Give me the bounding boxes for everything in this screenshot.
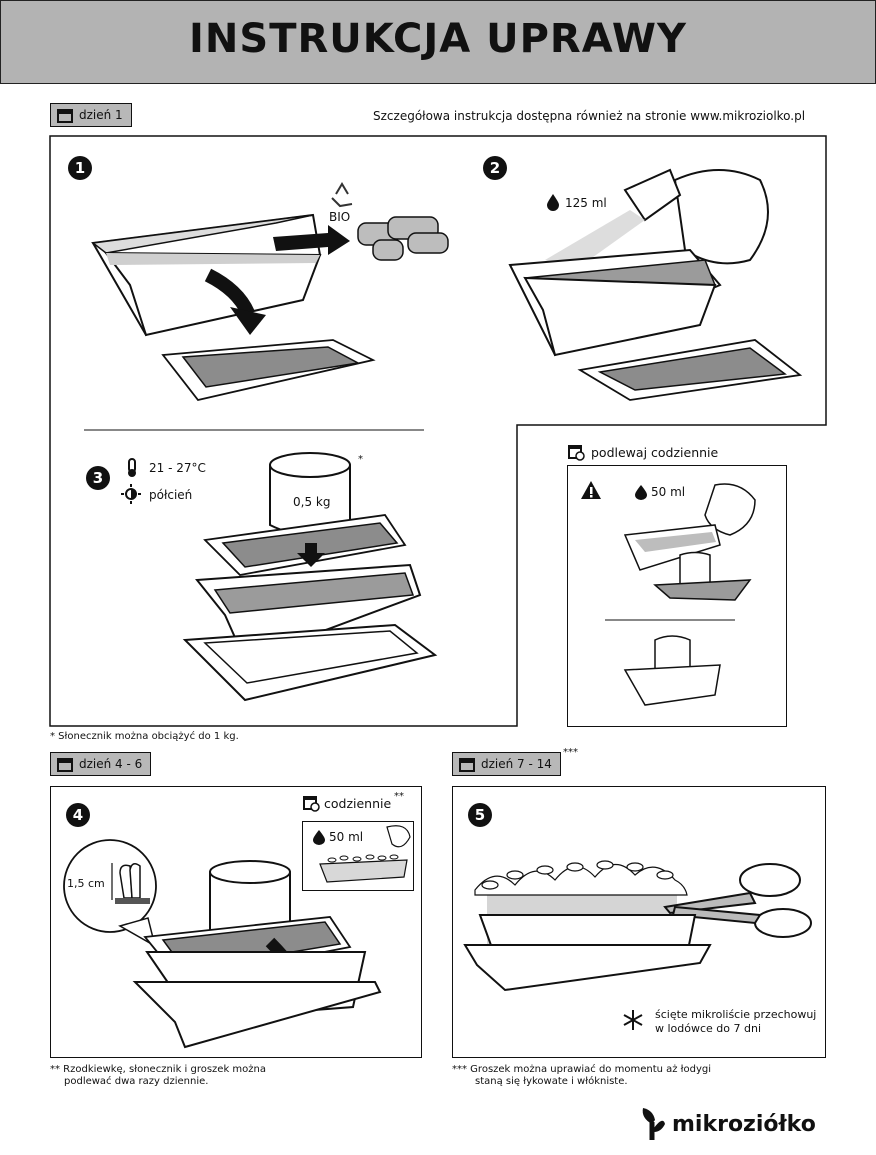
step-4-daily-label: codziennie [324, 796, 392, 811]
footnote-2-line-2: podlewać dwa razy dziennie. [64, 1076, 209, 1087]
footnote-1: * Słonecznik można obciążyć do 1 kg. [50, 731, 239, 742]
brand-logo: mikroziółko [672, 1112, 816, 1137]
step-4-water: 50 ml [329, 830, 364, 844]
bio-label: BIO [329, 210, 351, 224]
calendar-repeat-icon [568, 445, 585, 461]
header-bar [0, 0, 876, 84]
sprout-height-label: 1,5 cm [67, 877, 105, 890]
daily-illustration [605, 483, 756, 706]
day-1-label: dzień 1 [79, 108, 123, 122]
footnote-2-line-1: ** Rzodkiewkę, słonecznik i groszek możn… [50, 1064, 267, 1075]
spray-bottle [545, 168, 769, 270]
day-7-14-marker: *** [563, 747, 578, 758]
day-7-14-label: dzień 7 - 14 [481, 757, 552, 771]
weight-label: 0,5 kg [293, 495, 331, 509]
website-note: Szczegółowa instrukcja dostępna również … [373, 109, 806, 123]
step-1-number: 1 [68, 156, 92, 180]
calendar-icon [459, 757, 475, 772]
step-4-illustration [132, 860, 382, 1049]
step-1-illustration [91, 182, 449, 402]
calendar-icon [57, 108, 73, 123]
calendar-repeat-icon [303, 796, 320, 812]
brand-leaf-icon [642, 1108, 665, 1140]
step-4-daily-marker: ** [394, 791, 404, 802]
step-2-number: 2 [483, 156, 507, 180]
temperature-label: 21 - 27°C [149, 461, 206, 475]
weight-asterisk: * [358, 454, 363, 465]
scissors [663, 863, 812, 938]
step-2-water: 125 ml [565, 196, 607, 210]
half-sun-icon [121, 484, 141, 504]
page-title: INSTRUKCJA UPRAWY [189, 16, 687, 62]
light-label: półcień [149, 488, 193, 502]
step-5-illustration [463, 860, 812, 992]
footnote-3-line-1: *** Groszek można uprawiać do momentu aż… [452, 1064, 712, 1075]
day-4-6-label: dzień 4 - 6 [79, 757, 143, 771]
water-drop-icon [635, 485, 647, 500]
thermometer-icon [128, 458, 136, 477]
step-3-illustration [182, 452, 438, 702]
footnote-3-line-2: staną się łykowate i włókniste. [475, 1076, 628, 1087]
calendar-icon [57, 757, 73, 772]
recycle-icon [331, 182, 353, 208]
water-drop-icon [547, 194, 559, 211]
step-4-watering-illustration [319, 825, 411, 883]
storage-line-1: ścięte mikroliście przechowuj [655, 1008, 817, 1021]
step-5-number: 5 [468, 803, 492, 827]
day-1-tag: dzień 1 [50, 103, 132, 127]
step-3-number: 3 [86, 466, 110, 490]
snowflake-icon [623, 1010, 643, 1030]
step-4-number: 4 [66, 803, 90, 827]
daily-label: podlewaj codziennie [591, 445, 719, 460]
water-drop-icon [313, 830, 325, 845]
step-2-illustration [508, 168, 803, 401]
day-7-14-tag: dzień 7 - 14 [452, 752, 561, 776]
day-4-6-tag: dzień 4 - 6 [50, 752, 152, 776]
seed-pads [357, 216, 449, 261]
daily-water: 50 ml [651, 485, 686, 499]
warning-icon [581, 481, 601, 499]
storage-line-2: w lodówce do 7 dni [655, 1022, 762, 1035]
